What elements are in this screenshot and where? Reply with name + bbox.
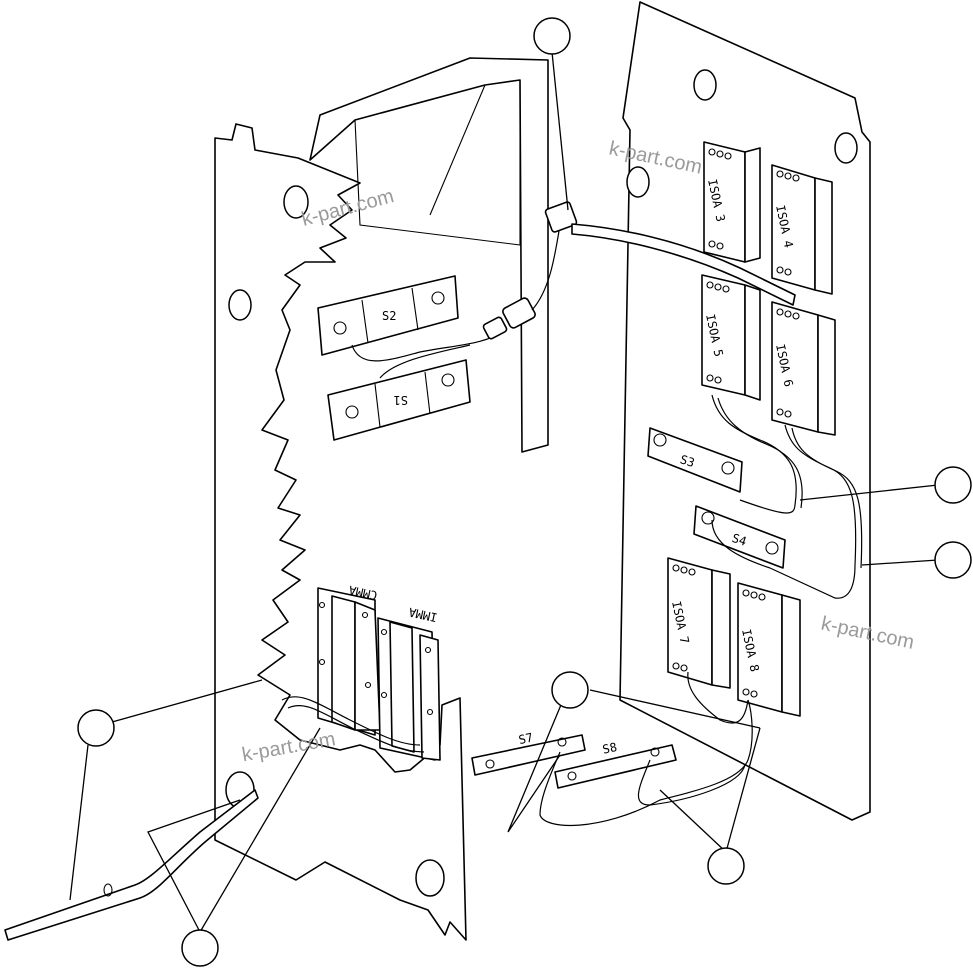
shunt-s3: S3 xyxy=(647,427,743,493)
isoa-8: ISOA 8 xyxy=(737,582,801,717)
isoa-5: ISOA 5 xyxy=(701,274,761,401)
isoa-3: ISOA 3 xyxy=(703,141,761,263)
s8-label: S8 xyxy=(601,740,618,757)
s1-label: S1 xyxy=(394,393,408,407)
shunt-s2: S2 xyxy=(317,275,459,356)
s4-label: S4 xyxy=(730,531,748,549)
cmma-label: CMMA xyxy=(347,583,379,603)
panel-hole xyxy=(834,132,858,164)
shunt-s8: S8 xyxy=(554,740,677,789)
panel-hole xyxy=(626,166,650,198)
s2-label: S2 xyxy=(382,309,396,323)
s7-label: S7 xyxy=(517,730,534,747)
isoa-7: ISOA 7 xyxy=(667,557,731,689)
callout-1 xyxy=(533,17,571,55)
panel-hole xyxy=(693,69,717,101)
isoa-4: ISOA 4 xyxy=(771,164,833,295)
shunt-s4: S4 xyxy=(693,505,786,569)
shunt-s1: S1 xyxy=(327,359,471,441)
relay-cmma: CMMA xyxy=(317,583,381,736)
front-panel xyxy=(214,123,467,941)
callout-5 xyxy=(551,671,589,709)
callout-7 xyxy=(181,929,219,967)
s3-label: S3 xyxy=(678,452,696,470)
panel-hole xyxy=(415,859,445,897)
panel-hole xyxy=(283,185,309,219)
cable-connector xyxy=(482,201,796,340)
callout-circles xyxy=(77,17,972,967)
middle-box xyxy=(309,57,549,453)
callout-leaders xyxy=(69,51,939,933)
callout-6 xyxy=(707,847,745,885)
callout-4 xyxy=(77,709,115,747)
relay-imma: IMMA xyxy=(377,605,441,761)
panel-hole xyxy=(228,289,252,321)
callout-3 xyxy=(934,541,972,579)
isoa-6: ISOA 6 xyxy=(771,301,836,436)
callout-2 xyxy=(934,466,972,504)
imma-label: IMMA xyxy=(407,605,439,625)
